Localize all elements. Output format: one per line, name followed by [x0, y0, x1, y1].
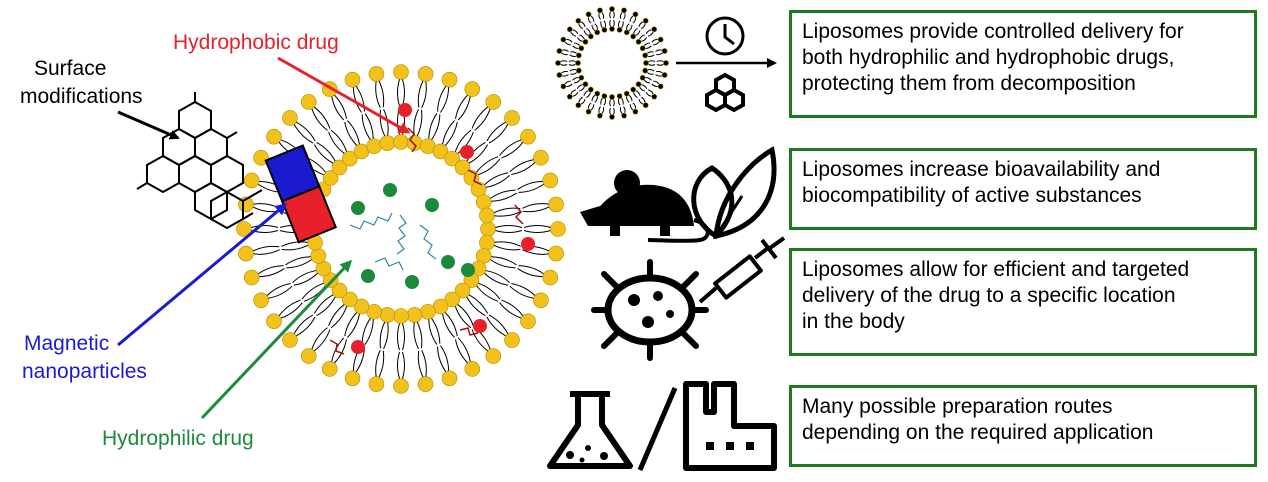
magnetic-nanoparticles-label-line1: Magnetic	[24, 332, 110, 355]
preparation-routes-box: Many possible preparation routes dependi…	[789, 385, 1257, 467]
surface-modification-molecule	[136, 92, 263, 230]
bacteria-icon	[591, 259, 709, 361]
surface-modifications-arrow	[117, 110, 180, 140]
box-line: Many possible preparation routes	[802, 395, 1113, 418]
mouse-icon	[580, 170, 710, 243]
box-line: Liposomes allow for efficient and target…	[802, 258, 1190, 281]
surface-modifications-label-line2: modifications	[20, 85, 143, 108]
box-line: Liposomes provide controlled delivery fo…	[802, 20, 1184, 43]
divider-slash	[637, 387, 678, 471]
box-line: in the body	[802, 310, 905, 333]
hydrophilic-drug-label: Hydrophilic drug	[102, 427, 254, 450]
bioavailability-box: Liposomes increase bioavailability and b…	[789, 148, 1257, 230]
magnetic-nanoparticle	[264, 144, 338, 244]
surface-modifications-label-line1: Surface	[34, 57, 107, 80]
box-line: both hydrophilic and hydrophobic drugs,	[802, 46, 1175, 69]
clock-icon	[705, 16, 745, 56]
box-line: Liposomes increase bioavailability and	[802, 158, 1161, 181]
hydrophobic-drug-molecules	[329, 103, 535, 355]
hydrophobic-drug-label: Hydrophobic drug	[173, 31, 339, 54]
hydrophobic-drug-arrow	[277, 56, 411, 134]
box-line: protecting them from decomposition	[802, 72, 1136, 95]
leaf-icon	[691, 146, 777, 240]
box-line: depending on the required application	[802, 421, 1154, 444]
hydrophilic-drug-molecules	[349, 183, 475, 289]
box-line: biocompatibility of active substances	[802, 184, 1142, 207]
syringe-icon	[698, 236, 786, 304]
hydrophilic-drug-arrow	[200, 259, 353, 420]
targeted-delivery-box: Liposomes allow for efficient and target…	[789, 248, 1257, 356]
small-liposome-icon	[555, 6, 669, 120]
hexagon-molecule-icon	[705, 72, 745, 113]
controlled-delivery-box: Liposomes provide controlled delivery fo…	[789, 10, 1257, 118]
factory-icon	[683, 381, 777, 471]
magnetic-nanoparticles-arrow	[117, 203, 288, 347]
flask-icon	[547, 391, 633, 469]
magnetic-nanoparticles-label-line2: nanoparticles	[22, 360, 147, 383]
box-line: delivery of the drug to a specific locat…	[802, 284, 1176, 307]
